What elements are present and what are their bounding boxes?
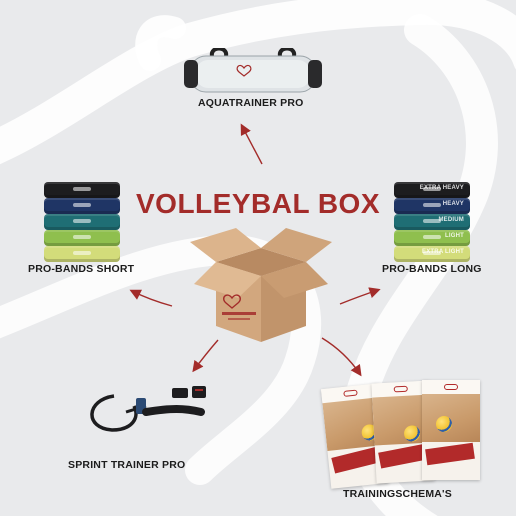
heart-logo-icon	[222, 294, 256, 320]
pro-bands-short-image	[44, 182, 120, 262]
arrow-to-sprint	[192, 339, 219, 373]
label-aquatrainer: AQUATRAINER PRO	[198, 97, 304, 109]
band-green: LIGHT	[394, 230, 470, 246]
aquatrainer-image	[184, 48, 322, 93]
arrow-to-bands-short	[129, 289, 173, 307]
cardboard-box-image	[190, 228, 332, 342]
label-bands-long: PRO-BANDS LONG	[382, 263, 482, 275]
schema-card	[422, 380, 480, 480]
pro-bands-long-image: EXTRA HEAVY HEAVY MEDIUM LIGHT EXTRA LIG…	[394, 182, 470, 262]
band-black: EXTRA HEAVY	[394, 182, 470, 198]
label-training-schema: TRAININGSCHEMA'S	[343, 488, 452, 500]
band-teal: MEDIUM	[394, 214, 470, 230]
training-schema-image	[318, 376, 488, 489]
sprint-trainer-image	[90, 386, 206, 432]
band-black	[44, 182, 120, 198]
heart-logo-icon	[236, 64, 252, 77]
page-title: VOLLEYBAL BOX	[135, 188, 380, 219]
band-lime	[44, 246, 120, 262]
band-navy	[44, 198, 120, 214]
band-teal	[44, 214, 120, 230]
band-lime: EXTRA LIGHT	[394, 246, 470, 262]
band-green	[44, 230, 120, 246]
label-sprint-trainer: SPRINT TRAINER PRO	[68, 459, 186, 471]
arrow-to-aquatrainer	[240, 123, 263, 165]
arrow-to-schema	[321, 337, 362, 377]
arrow-to-bands-long	[339, 287, 381, 305]
label-bands-short: PRO-BANDS SHORT	[28, 263, 135, 275]
band-navy: HEAVY	[394, 198, 470, 214]
